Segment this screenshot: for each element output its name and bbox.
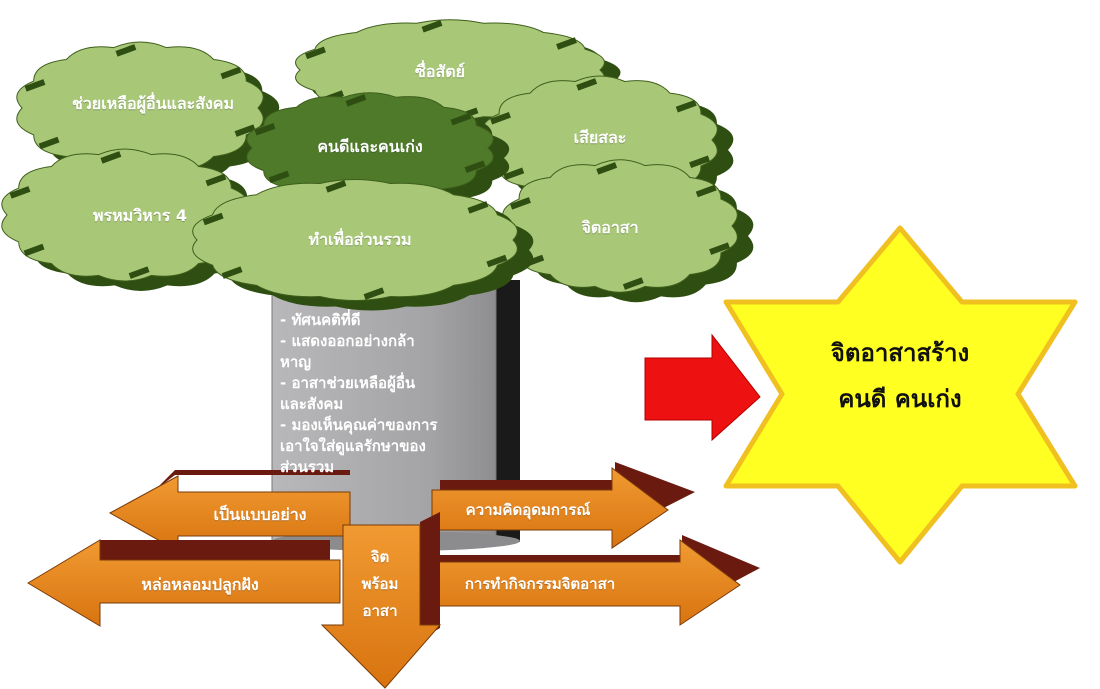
trunk-line: - มองเห็นคุณค่าของการ: [280, 416, 438, 434]
cloud-honest-notch: [556, 37, 577, 50]
cloud-honest-notch: [421, 20, 443, 33]
cloud-brahmavihara-notch: [9, 186, 31, 199]
trunk-line: - ทัศนคติที่ดี: [280, 311, 361, 329]
trunk-line: - อาสาช่วยเหลือผู้อื่น: [280, 374, 416, 392]
cloud-honest-notch: [305, 46, 326, 60]
cloud-sacrifice-notch: [689, 155, 710, 169]
trunk-line: ส่วนรวม: [280, 458, 335, 476]
trunk-line: หาญ: [280, 353, 312, 371]
cloud-brahmavihara-face: [1, 148, 249, 282]
trunk-line: เอาใจใส่ดูแลรักษาของ: [280, 437, 426, 455]
cloud-label-brahmavihara: พรหมวิหาร 4: [92, 206, 188, 225]
cloud-help-society: [16, 41, 280, 184]
cloud-common-good-notch: [467, 201, 489, 214]
cloud-help-society-face: [16, 41, 264, 175]
cloud-brahmavihara-notch: [205, 173, 227, 187]
cloud-good-smart-notch: [268, 170, 290, 184]
cloud-label-volunteer: จิตอาสา: [581, 218, 639, 237]
root-label-activities: การทำกิจกรรมจิตอาสา: [464, 575, 616, 593]
arrow-center-down: [320, 512, 442, 689]
star-line-1: จิตอาสาสร้าง: [830, 339, 970, 367]
root-label-ideology: ความคิดอุดมการณ์: [465, 501, 591, 519]
cloud-help-society-notch: [38, 136, 60, 150]
cloud-help-society-notch: [220, 66, 242, 80]
root-label-role-model: เป็นแบบอย่าง: [213, 505, 307, 524]
trunk-line: และสังคม: [280, 395, 344, 413]
cloud-label-sacrifice: เสียสละ: [573, 128, 627, 147]
cloud-volunteer-notch: [622, 277, 644, 290]
red-right-arrow-icon: [644, 333, 761, 442]
cloud-label-help-society: ช่วยเหลือผู้อื่นและสังคม: [71, 94, 235, 113]
cloud-common-good-notch: [363, 287, 385, 300]
cloud-label-good-smart: คนดีและคนเก่ง: [317, 137, 423, 156]
cloud-common-good-notch: [486, 254, 508, 268]
cloud-common-good-notch: [202, 212, 224, 226]
cloud-common-good-notch: [221, 266, 243, 279]
trunk-text-list: - ทัศนคติที่ดี - แสดงออกอย่างกล้า หาญ - …: [280, 310, 508, 478]
root-label-center-3: อาสา: [362, 602, 398, 620]
cloud-volunteer-notch: [695, 184, 717, 198]
cloud-label-common-good: ทำเพื่อส่วนรวม: [308, 230, 412, 249]
cloud-good-smart-notch: [345, 94, 367, 107]
cloud-sacrifice-notch: [576, 78, 598, 91]
cloud-label-honest: ซื่อสัตย์: [415, 62, 465, 81]
cloud-volunteer: [502, 159, 754, 303]
cloud-common-good: [192, 178, 534, 311]
cloud-brahmavihara-notch: [100, 151, 122, 164]
cloud-help-society-notch: [24, 79, 46, 92]
cloud-volunteer-notch: [709, 242, 730, 255]
root-label-center-2: พร้อม: [361, 575, 399, 593]
cloud-common-good-face: [192, 178, 518, 302]
root-arrows: [27, 462, 760, 689]
cloud-good-smart-notch: [254, 123, 276, 136]
tree-canopy: [1, 19, 754, 311]
trunk-line: - แสดงออกอย่างกล้า: [280, 332, 415, 350]
arrow-left-bottom: [27, 539, 341, 627]
cloud-brahmavihara-notch: [23, 243, 45, 257]
star-line-2: คนดี คนเก่ง: [838, 385, 962, 413]
cloud-good-smart-notch: [450, 112, 472, 126]
cloud-brahmavihara-notch: [128, 266, 150, 279]
root-label-center-1: จิต: [370, 548, 390, 566]
cloud-volunteer-notch: [596, 162, 618, 175]
cloud-volunteer-notch: [510, 197, 531, 210]
star-text: จิตอาสาสร้าง คนดี คนเก่ง: [772, 330, 1028, 422]
cloud-help-society-notch: [234, 124, 256, 137]
cloud-help-society-notch: [115, 44, 137, 57]
cloud-brahmavihara: [1, 148, 265, 291]
cloud-sacrifice-notch: [503, 167, 525, 181]
root-label-instill: หล่อหลอมปลูกฝัง: [141, 575, 259, 594]
cloud-good-smart-notch: [464, 160, 486, 173]
cloud-sacrifice-notch: [675, 99, 697, 113]
cloud-common-good-notch: [325, 180, 347, 193]
arrow-right-top: [431, 462, 695, 549]
cloud-sacrifice-notch: [490, 111, 511, 125]
arrow-right-bottom: [411, 535, 760, 626]
arrow-left-top: [108, 470, 351, 552]
six-point-star: [723, 225, 1078, 565]
